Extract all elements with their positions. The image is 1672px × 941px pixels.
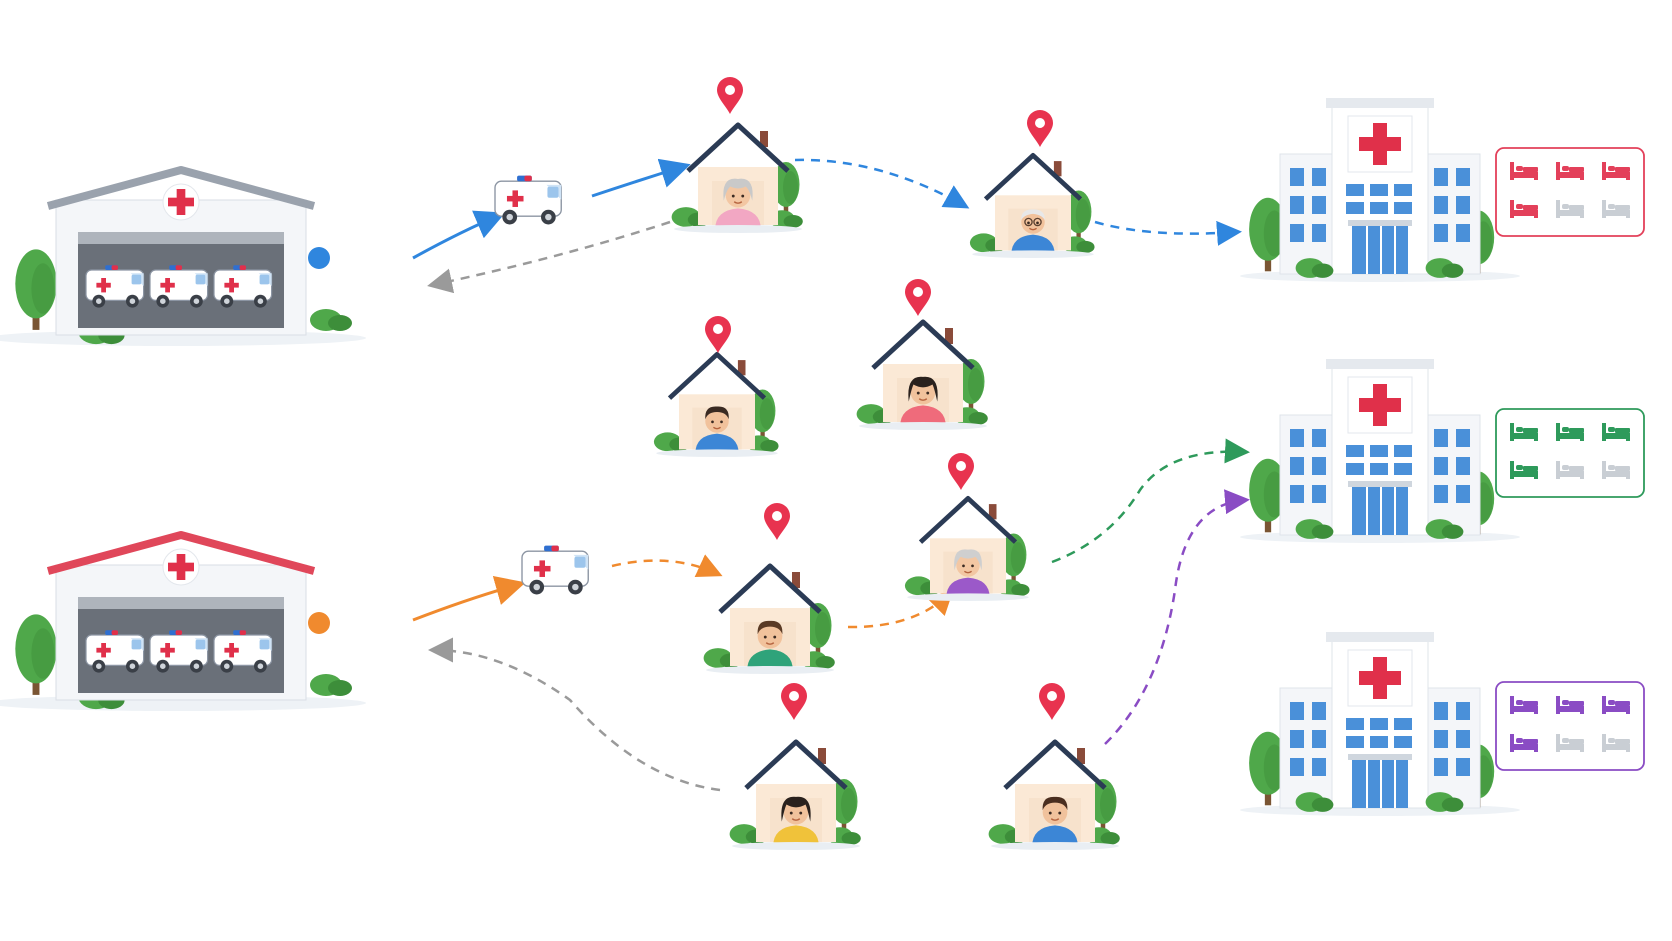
patient-house-p5 — [703, 563, 835, 674]
bed-occupied-icon — [1556, 423, 1584, 441]
route-green — [1051, 438, 1250, 564]
patient-person — [1011, 209, 1055, 255]
bed-occupied-icon — [1602, 162, 1630, 180]
route-orange-out — [412, 576, 526, 622]
route-orange-1 — [611, 554, 723, 578]
bed-available-icon — [1556, 461, 1584, 479]
tree-icon — [15, 614, 57, 695]
parked-ambulance-icon — [85, 265, 145, 308]
hospital-1 — [1240, 98, 1645, 282]
parked-ambulance-icon — [213, 265, 273, 308]
bed-capacity-card — [1495, 681, 1645, 771]
route-blue-2 — [1094, 220, 1242, 246]
bush-icon — [310, 309, 352, 331]
hospitals-layer — [1240, 98, 1645, 816]
bush-icon — [1425, 258, 1464, 278]
bed-capacity-card — [1495, 147, 1645, 237]
patient-person — [715, 178, 761, 230]
location-pin-icon — [1027, 110, 1053, 147]
parked-ambulance-icon — [149, 265, 209, 308]
location-pin-icon — [781, 683, 807, 720]
bed-occupied-icon — [1556, 696, 1584, 714]
patient-house-p8 — [988, 739, 1120, 850]
route-blue-out-2 — [591, 158, 691, 198]
depot-status-dot — [308, 247, 330, 269]
ambulance-en-route-icon — [521, 545, 589, 595]
patient-person — [695, 406, 739, 454]
route-purple — [1104, 489, 1250, 745]
patient-house-p6 — [904, 496, 1030, 601]
bed-occupied-icon — [1510, 423, 1538, 441]
tree-icon — [1065, 190, 1092, 241]
location-pin-icon — [764, 503, 790, 540]
parked-ambulance-icon — [213, 630, 273, 673]
patient-house-p3 — [653, 352, 779, 457]
tree-icon — [15, 249, 57, 330]
tree-icon — [1089, 779, 1117, 832]
bush-icon — [1425, 792, 1464, 812]
bed-occupied-icon — [1510, 461, 1538, 479]
location-pin-icon — [948, 453, 974, 490]
bed-occupied-icon — [1510, 162, 1538, 180]
patient-person — [900, 376, 946, 427]
hospital-3 — [1240, 632, 1645, 816]
bed-available-icon — [1556, 734, 1584, 752]
tree-icon — [772, 162, 800, 215]
parked-ambulance-icon — [85, 630, 145, 673]
bush-icon — [1425, 519, 1464, 539]
routes-layer — [412, 158, 1250, 792]
tree-icon — [804, 603, 832, 656]
bed-occupied-icon — [1556, 162, 1584, 180]
tree-icon — [749, 389, 776, 440]
bush-icon — [1295, 258, 1334, 278]
patient-person — [773, 796, 819, 847]
bed-occupied-icon — [1602, 423, 1630, 441]
route-blue-out — [412, 210, 506, 260]
bush-icon — [1295, 792, 1334, 812]
location-pin-icon — [717, 77, 743, 114]
vehicles-layer — [494, 175, 589, 595]
patient-house-p1 — [671, 122, 803, 233]
bed-available-icon — [1556, 200, 1584, 218]
bed-available-icon — [1602, 461, 1630, 479]
hospital-2 — [1240, 359, 1645, 543]
patient-person — [1032, 796, 1078, 847]
tree-icon — [1000, 533, 1027, 584]
route-return-1 — [427, 220, 671, 294]
depots-layer — [0, 166, 366, 711]
tree-icon — [830, 779, 858, 832]
patient-house-p7 — [729, 739, 861, 850]
bush-icon — [310, 674, 352, 696]
patient-person — [747, 620, 793, 671]
route-blue-1 — [794, 158, 970, 209]
bed-occupied-icon — [1602, 696, 1630, 714]
ambulance-depot-2 — [0, 531, 366, 711]
depot-status-dot — [308, 612, 330, 634]
patients-layer — [653, 77, 1120, 850]
bed-available-icon — [1602, 200, 1630, 218]
route-return-2 — [428, 637, 721, 792]
location-pin-icon — [905, 279, 931, 316]
ambulance-depot-1 — [0, 166, 366, 346]
location-pin-icon — [1039, 683, 1065, 720]
parked-ambulance-icon — [149, 630, 209, 673]
bed-available-icon — [1602, 734, 1630, 752]
ambulance-en-route-icon — [494, 175, 562, 225]
patient-person — [946, 549, 990, 598]
bed-occupied-icon — [1510, 734, 1538, 752]
bush-icon — [1295, 519, 1334, 539]
patient-house-p4 — [856, 319, 988, 430]
patient-house-p2 — [969, 153, 1095, 258]
bed-occupied-icon — [1510, 696, 1538, 714]
location-pin-icon — [705, 316, 731, 353]
tree-icon — [957, 359, 985, 412]
bed-occupied-icon — [1510, 200, 1538, 218]
bed-capacity-card — [1495, 408, 1645, 498]
